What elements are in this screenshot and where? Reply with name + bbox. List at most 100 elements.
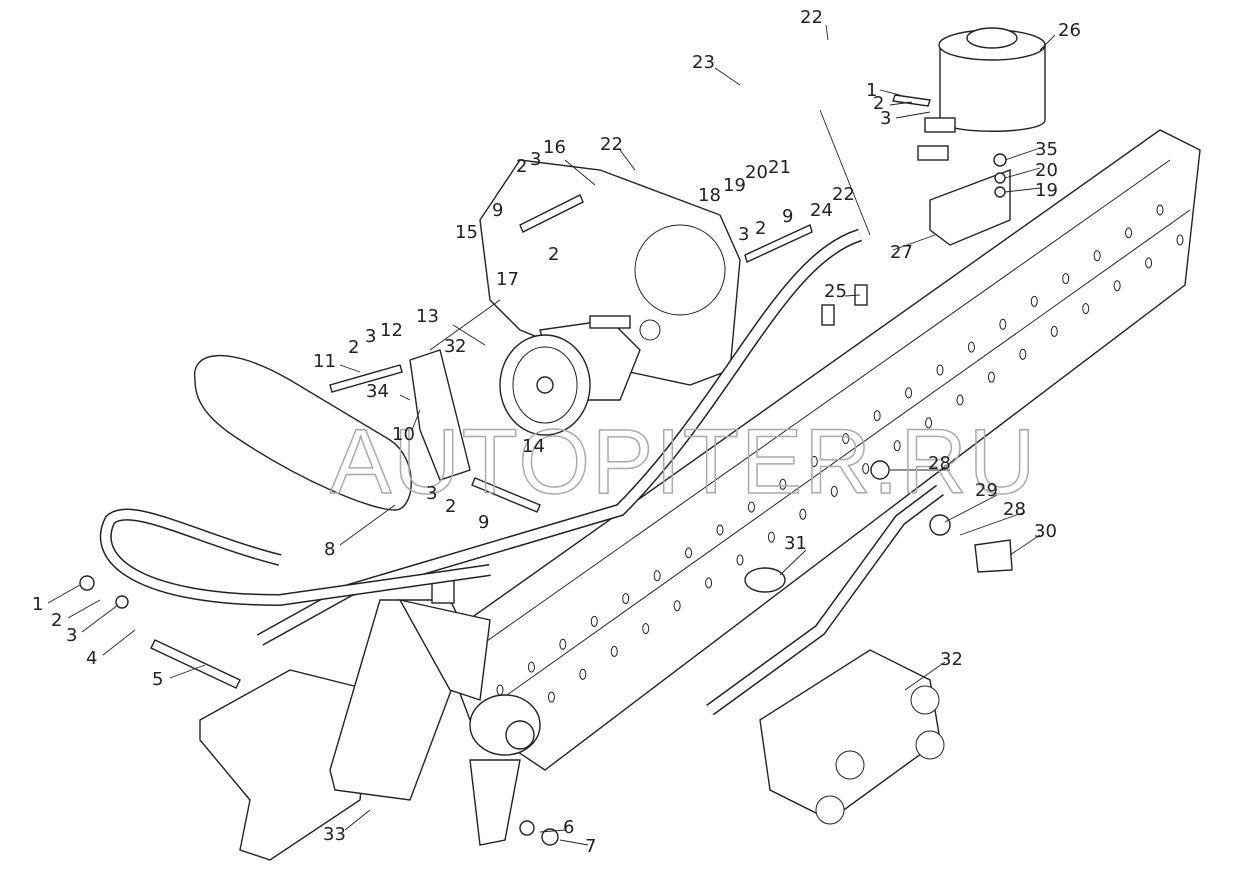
callout-12: 12 [380,320,403,341]
frame-hole [705,577,713,589]
callout-27: 27 [890,242,913,263]
callout-21: 21 [768,157,791,178]
callout-22: 22 [600,134,623,155]
frame-hole [1062,273,1070,285]
callout-2: 2 [455,336,466,357]
frame-hole [767,531,775,543]
callout-2: 2 [873,93,884,114]
callout-2: 2 [51,610,62,631]
reservoir [917,27,1046,161]
frame-hole [936,364,944,376]
frame-hole [830,485,838,497]
callout-22: 22 [800,7,823,28]
power-steering-pump [499,315,641,436]
frame-hole [653,570,661,582]
callout-30: 30 [1034,521,1057,542]
frame-hole [956,394,964,406]
callout-2: 2 [445,496,456,517]
callout-26: 26 [1058,20,1081,41]
frame-hole [925,417,933,429]
callout-11: 11 [313,351,336,372]
callout-8: 8 [324,539,335,560]
callout-4: 4 [86,648,97,669]
watermark: AUTOPITER.RU [330,411,1037,513]
frame-hole [673,600,681,612]
frame-hole [579,668,587,680]
callout-14: 14 [522,436,545,457]
frame-hole [810,455,818,467]
callout-5: 5 [152,669,163,690]
callout-28: 28 [928,453,951,474]
callout-9: 9 [492,200,503,221]
callout-3: 3 [66,625,77,646]
frame-hole [527,661,535,673]
leader-lines [47,24,1056,846]
frame-hole [1050,325,1058,337]
callout-2: 2 [348,337,359,358]
callout-19: 19 [723,175,746,196]
fasteners [79,94,1013,846]
callout-23: 23 [692,52,715,73]
callout-16: 16 [543,137,566,158]
frame-hole [1019,348,1027,360]
frame-hole [1125,227,1133,239]
callout-31: 31 [784,533,807,554]
frame-hole [685,547,693,559]
callout-labels: 22 26 23 1 2 3 22 16 3 2 35 20 19 20 21 … [32,7,1081,857]
frame-bracket [199,669,371,861]
frame-hole [893,440,901,452]
callout-13: 13 [416,306,439,327]
frame-hole [1082,303,1090,315]
frame-hole [622,593,630,605]
frame-hole [1176,234,1184,246]
frame-hole [496,684,504,696]
frame-hole [779,478,787,490]
callout-22: 22 [832,184,855,205]
frame-hole [842,433,850,445]
frame-hole [1113,280,1121,292]
frame-hole [1145,257,1153,269]
frame-hole [642,623,650,635]
frame-hole [799,508,807,520]
frame-hole [610,645,618,657]
callout-15: 15 [455,222,478,243]
callout-18: 18 [698,185,721,206]
frame-hole [905,387,913,399]
steering-gear [329,574,541,846]
callout-20: 20 [745,162,768,183]
callout-3: 3 [530,149,541,170]
callout-7: 7 [585,836,596,857]
frame-hole [1093,250,1101,262]
callout-35: 35 [1035,139,1058,160]
frame-hole [967,341,975,353]
callout-1: 1 [866,80,877,101]
frame-hole [547,691,555,703]
callout-29: 29 [975,480,998,501]
frame-hole [559,638,567,650]
frame-hole [590,615,598,627]
callout-2: 2 [755,218,766,239]
callout-3: 3 [444,336,455,357]
callout-9: 9 [782,206,793,227]
frame-hole [999,318,1007,330]
callout-3: 3 [365,326,376,347]
spring-bracket [759,649,945,825]
callout-2: 2 [548,244,559,265]
callout-10: 10 [392,424,415,445]
frame-hole [736,554,744,566]
frame-rail [439,129,1201,771]
frame-hole [862,463,870,475]
callout-1: 1 [32,594,43,615]
callout-19: 19 [1035,180,1058,201]
pump-bracket [409,349,471,481]
callout-28: 28 [1003,499,1026,520]
callout-25: 25 [824,281,847,302]
callout-2: 2 [516,156,527,177]
callout-3: 3 [880,108,891,129]
frame-hole [716,524,724,536]
frame-hole [873,410,881,422]
callout-24: 24 [810,200,833,221]
frame-hole [987,371,995,383]
